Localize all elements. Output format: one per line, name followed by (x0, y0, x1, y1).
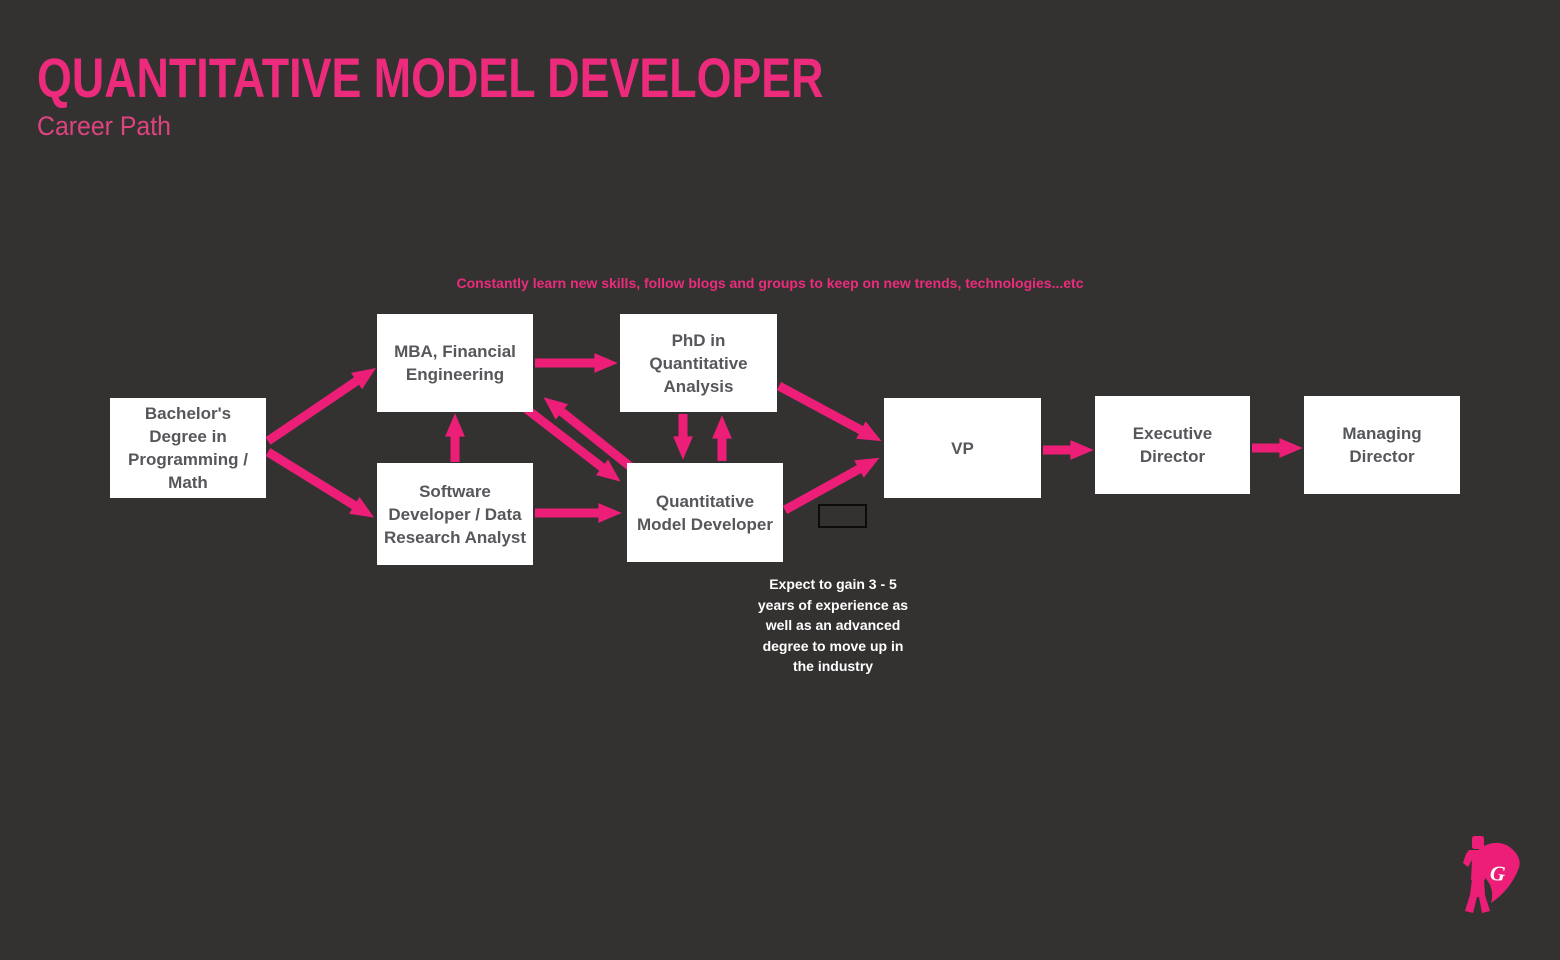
arrow-qmd-to-mba (543, 397, 640, 476)
node-executive-director: Executive Director (1095, 396, 1250, 494)
logo-letter: G (1489, 861, 1507, 886)
node-software-developer: Software Developer / Data Research Analy… (377, 463, 533, 565)
node-bachelors-degree: Bachelor's Degree in Programming / Math (110, 398, 266, 498)
head-shape (1472, 836, 1484, 849)
superhero-mascot-logo: G (1463, 836, 1520, 913)
legs-shape (1465, 879, 1490, 913)
node-phd-quant-analysis: PhD in Quantitative Analysis (620, 314, 777, 412)
arrow-mba-to-qmd (521, 403, 621, 482)
arrow-bachelors-to-swdev (265, 448, 375, 518)
node-vp: VP (884, 398, 1041, 498)
node-quant-model-developer: Quantitative Model Developer (627, 463, 783, 562)
node-managing-director: Managing Director (1304, 396, 1460, 494)
tip-note: Constantly learn new skills, follow blog… (456, 275, 1084, 291)
arrow-phd-to-vp (776, 382, 882, 442)
experience-note: Expect to gain 3 - 5 years of experience… (757, 576, 909, 674)
page-subtitle: Career Path (37, 111, 171, 141)
node-mba-financial-eng: MBA, Financial Engineering (377, 314, 533, 412)
arrow-qmd-to-vp (782, 457, 880, 514)
arrow-bachelors-to-mba (265, 367, 376, 445)
torso-shape (1463, 850, 1492, 880)
empty-outline-rectangle (818, 504, 867, 528)
page-title: QUANTITATIVE MODEL DEVELOPER (37, 46, 824, 109)
